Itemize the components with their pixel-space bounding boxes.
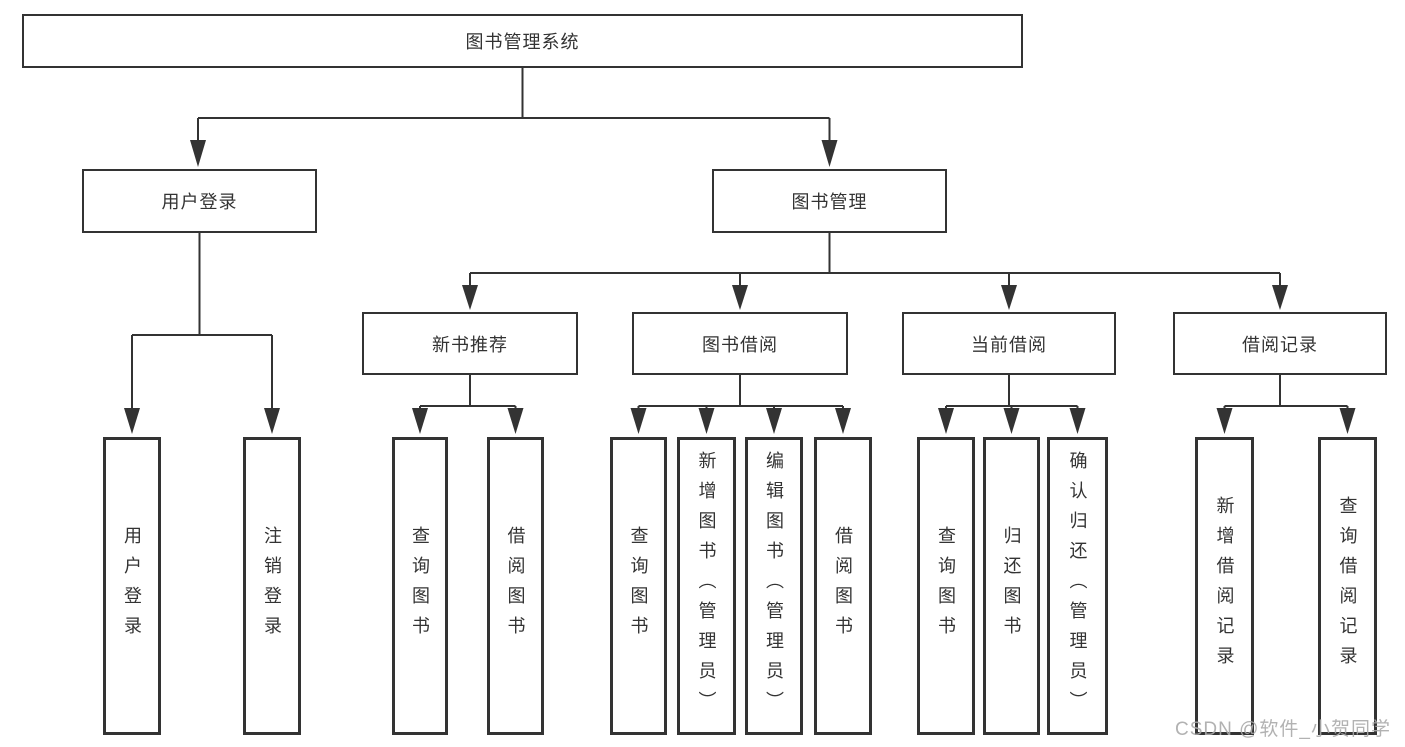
watermark-text: CSDN @软件_小贺同学 — [1175, 719, 1391, 740]
leaf-add-books-admin-label: 新增图书（管理员） — [696, 451, 717, 721]
leaf-query-books-current-label: 查询图书 — [936, 526, 956, 646]
leaf-confirm-return-admin-label: 确认归还（管理员） — [1067, 451, 1088, 721]
connector-current-borrow — [945, 375, 1079, 410]
node-current-borrow-label: 当前借阅 — [971, 334, 1047, 355]
leaf-edit-books-admin-label: 编辑图书（管理员） — [764, 451, 784, 721]
connector-book-management — [469, 233, 1281, 287]
leaf-query-books-borrow: 查询图书 — [610, 437, 667, 735]
node-borrow-records-label: 借阅记录 — [1242, 334, 1318, 355]
node-user-login: 用户登录 — [82, 169, 317, 233]
node-user-login-label: 用户登录 — [161, 192, 238, 212]
leaf-user-login: 用户登录 — [103, 437, 161, 735]
leaf-borrow-books-label: 借阅图书 — [833, 526, 853, 646]
leaf-query-borrow-record-label: 查询借阅记录 — [1337, 496, 1358, 676]
leaf-query-borrow-record: 查询借阅记录 — [1318, 437, 1377, 735]
node-root-label: 图书管理系统 — [465, 32, 580, 52]
leaf-borrow-books-recommend-label: 借阅图书 — [505, 526, 526, 646]
leaf-edit-books-admin: 编辑图书（管理员） — [745, 437, 803, 735]
leaf-query-books-recommend-label: 查询图书 — [410, 526, 430, 646]
connector-user-login — [131, 233, 273, 410]
leaf-return-books: 归还图书 — [983, 437, 1040, 735]
node-new-book-recommend: 新书推荐 — [362, 312, 578, 375]
node-root: 图书管理系统 — [22, 14, 1023, 68]
leaf-confirm-return-admin: 确认归还（管理员） — [1047, 437, 1108, 735]
node-new-book-recommend-label: 新书推荐 — [432, 334, 508, 355]
leaf-query-books-current: 查询图书 — [917, 437, 975, 735]
leaf-borrow-books: 借阅图书 — [814, 437, 872, 735]
leaf-add-books-admin: 新增图书（管理员） — [677, 437, 736, 735]
node-current-borrow: 当前借阅 — [902, 312, 1116, 375]
leaf-add-borrow-record: 新增借阅记录 — [1195, 437, 1254, 735]
leaf-query-books-recommend: 查询图书 — [392, 437, 448, 735]
node-book-borrow: 图书借阅 — [632, 312, 848, 375]
connector-root — [197, 68, 831, 142]
leaf-borrow-books-recommend: 借阅图书 — [487, 437, 544, 735]
node-book-borrow-label: 图书借阅 — [702, 334, 778, 355]
leaf-user-login-label: 用户登录 — [122, 526, 142, 646]
node-book-management: 图书管理 — [712, 169, 947, 233]
node-borrow-records: 借阅记录 — [1173, 312, 1387, 375]
leaf-add-borrow-record-label: 新增借阅记录 — [1214, 496, 1235, 676]
connector-new-book — [419, 375, 517, 410]
leaf-return-books-label: 归还图书 — [1001, 526, 1022, 646]
connector-book-borrow — [637, 375, 844, 410]
node-book-management-label: 图书管理 — [791, 192, 868, 212]
leaf-logout-label: 注销登录 — [262, 526, 282, 646]
connector-borrow-records — [1223, 375, 1349, 410]
leaf-query-books-borrow-label: 查询图书 — [628, 526, 649, 646]
leaf-logout: 注销登录 — [243, 437, 301, 735]
